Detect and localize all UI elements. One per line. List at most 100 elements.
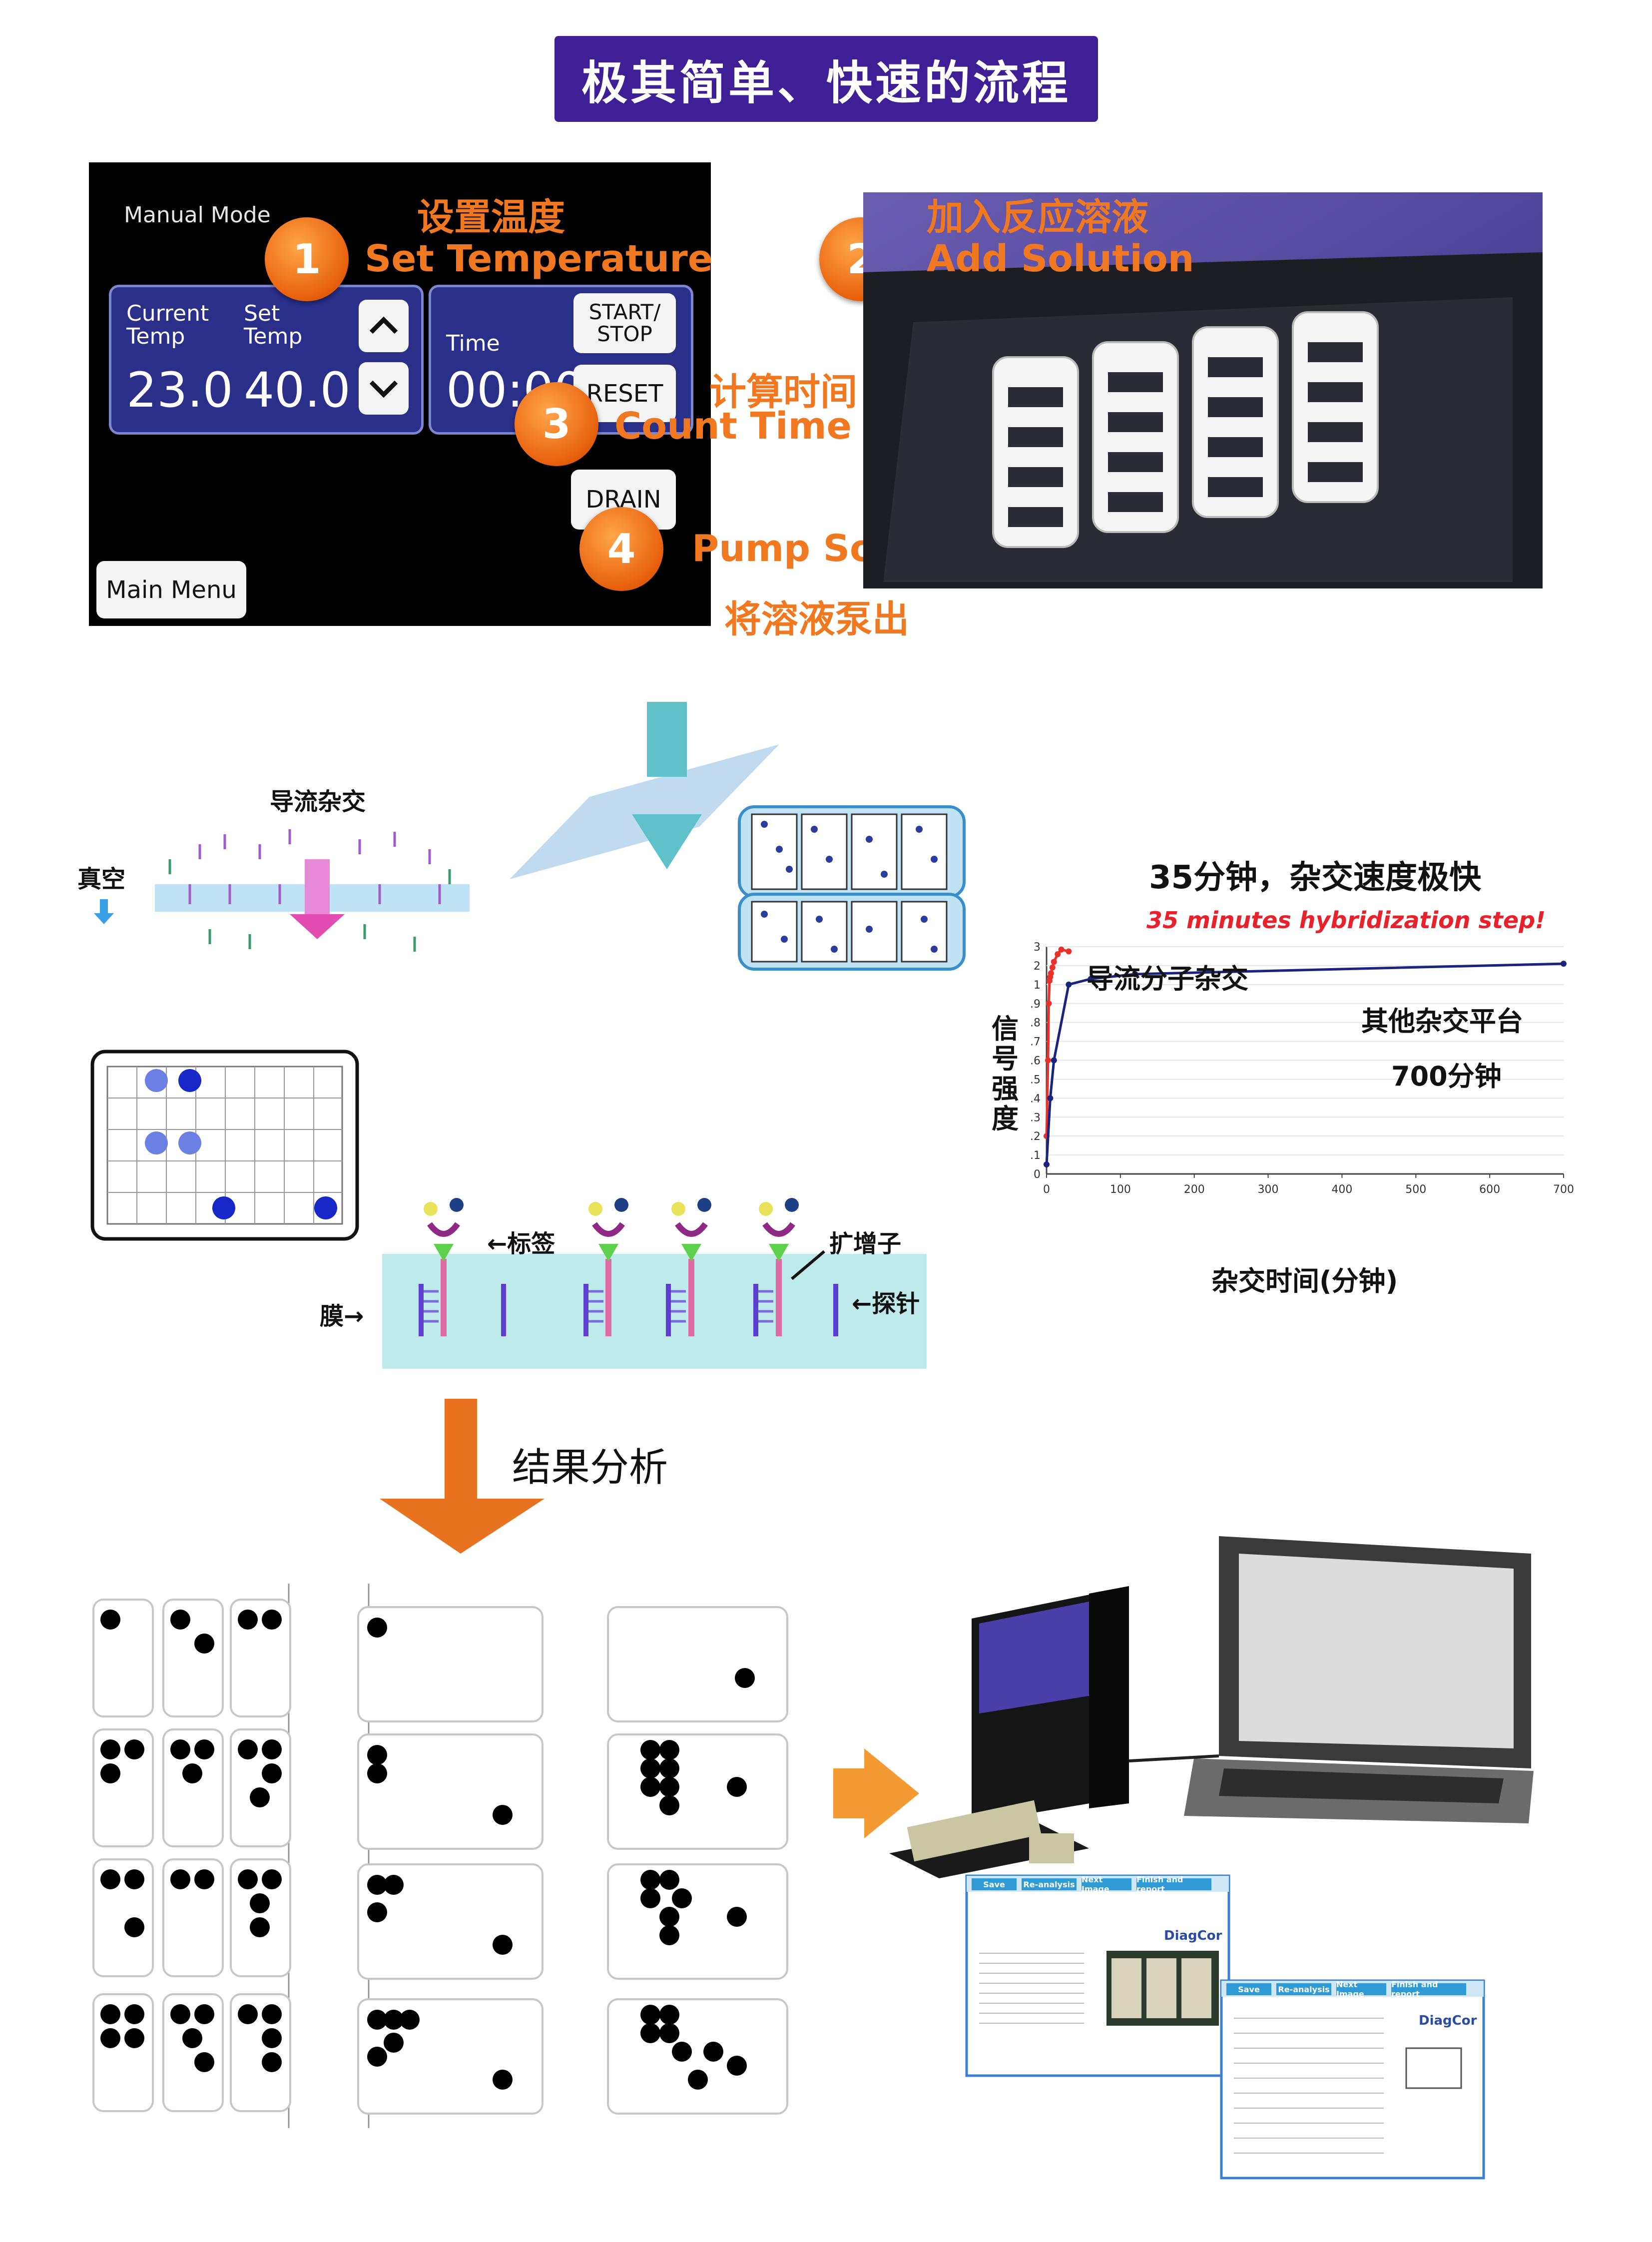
series-point-0 — [1066, 948, 1072, 955]
chevron-up-icon — [369, 316, 398, 334]
result-strip-card — [92, 1858, 154, 1977]
result-dot — [383, 1874, 404, 1895]
chart-subtitle: 35 minutes hybridization step! — [1146, 907, 1546, 934]
result-dot — [124, 1869, 144, 1889]
next-image-button[interactable]: Next Image — [1336, 1980, 1386, 1999]
step-3-cn: 计算时间 — [709, 371, 857, 414]
x-tick-label: 400 — [1331, 1183, 1352, 1196]
result-dot — [238, 1869, 258, 1889]
step-3-en: Count Time — [614, 405, 852, 448]
result-strip-card — [162, 1599, 224, 1717]
result-dot — [659, 1740, 679, 1760]
result-dot — [100, 2004, 120, 2024]
y-tick-label: .5 — [1030, 1074, 1041, 1086]
result-strip-card — [230, 1993, 291, 2112]
result-dot — [100, 2028, 120, 2048]
next-image-button[interactable]: Next Image — [1082, 1875, 1131, 1894]
y-tick-label: .1 — [1030, 1149, 1041, 1162]
result-dot — [194, 1634, 214, 1654]
result-dot — [659, 1777, 679, 1797]
series-point-1 — [1047, 1095, 1054, 1102]
result-dot — [687, 2069, 708, 2090]
x-tick-label: 300 — [1258, 1183, 1279, 1196]
series-point-0 — [1051, 959, 1057, 965]
x-tick-label: 0 — [1043, 1183, 1050, 1196]
result-dot — [262, 2028, 282, 2048]
finish-report-button[interactable]: Finish and report — [1136, 1875, 1211, 1894]
result-dot — [262, 1869, 282, 1889]
step-1-cn: 设置温度 — [417, 196, 565, 239]
set-temp-value: 40.0 — [244, 362, 351, 418]
amplicon-label: 扩增子 — [829, 1230, 902, 1258]
result-dot — [492, 2069, 513, 2090]
result-dot — [492, 1934, 513, 1955]
result-dot — [659, 2023, 679, 2044]
temp-down-button[interactable] — [359, 362, 409, 415]
series-point-1 — [1044, 1161, 1050, 1168]
result-dot — [124, 2004, 144, 2024]
result-dot — [735, 1668, 755, 1688]
result-dot — [727, 1907, 747, 1927]
result-dot — [238, 2004, 258, 2024]
series-point-1 — [1066, 981, 1072, 988]
result-dot — [492, 1804, 513, 1825]
y-tick-label: .3 — [1030, 1112, 1041, 1124]
result-dot — [100, 1739, 120, 1759]
main-menu-button[interactable]: Main Menu — [96, 561, 246, 618]
finish-report-button[interactable]: Finish and report — [1391, 1980, 1466, 1999]
result-strip-card — [357, 1863, 544, 1980]
x-tick-label: 200 — [1184, 1183, 1205, 1196]
result-strip-card — [92, 1728, 154, 1847]
result-dot — [640, 1888, 660, 1909]
result-dot — [194, 2004, 214, 2024]
result-dot — [262, 1610, 282, 1630]
result-dot — [100, 1869, 120, 1889]
step-4-cn: 将溶液泵出 — [724, 598, 909, 641]
result-strip-card — [92, 1599, 154, 1717]
series-point-0 — [1058, 946, 1065, 953]
current-temp-label: Current Temp — [126, 301, 209, 349]
reanalysis-button[interactable]: Re-analysis — [1276, 1983, 1331, 1995]
result-dot — [703, 2042, 723, 2062]
result-dot — [640, 1777, 660, 1797]
result-dot — [640, 1758, 660, 1779]
result-dot — [727, 2056, 747, 2076]
reanalysis-button[interactable]: Re-analysis — [1022, 1878, 1077, 1890]
save-button[interactable]: Save — [972, 1878, 1017, 1890]
result-dot — [250, 1893, 270, 1913]
result-dot — [100, 1763, 120, 1783]
result-dot — [640, 1870, 660, 1890]
x-tick-label: 100 — [1110, 1183, 1131, 1196]
result-dot — [262, 1763, 282, 1783]
result-strip-card — [162, 1993, 224, 2112]
y-tick-label: .6 — [1030, 1055, 1041, 1068]
temp-up-button[interactable] — [359, 300, 409, 352]
result-dot — [659, 1795, 679, 1816]
result-dot — [194, 1739, 214, 1759]
reset-button[interactable]: RESET — [573, 365, 676, 422]
start-stop-button[interactable]: START/ STOP — [573, 293, 676, 353]
result-dot — [367, 2046, 388, 2067]
x-tick-label: 600 — [1479, 1183, 1500, 1196]
result-dot — [659, 2005, 679, 2025]
result-dot — [238, 1610, 258, 1630]
chart-x-label: 杂交时间(分钟) — [1211, 1265, 1398, 1297]
result-dot — [367, 1902, 388, 1922]
series-point-1 — [1132, 971, 1138, 977]
chevron-down-icon — [369, 380, 398, 398]
result-strip-card — [162, 1858, 224, 1977]
series-point-0 — [1045, 1057, 1051, 1064]
chart-title: 35分钟，杂交速度极快 — [1149, 859, 1482, 896]
save-button[interactable]: Save — [1226, 1983, 1271, 1995]
y-tick-label: .7 — [1030, 1036, 1041, 1049]
series-point-0 — [1048, 970, 1054, 977]
result-strip-card — [357, 1998, 544, 2115]
result-strip-card — [357, 1733, 544, 1850]
result-dot — [194, 2052, 214, 2072]
result-dot — [659, 1870, 679, 1890]
result-strip-card — [230, 1728, 291, 1847]
chart-annotation-700min: 700分钟 — [1391, 1061, 1502, 1092]
